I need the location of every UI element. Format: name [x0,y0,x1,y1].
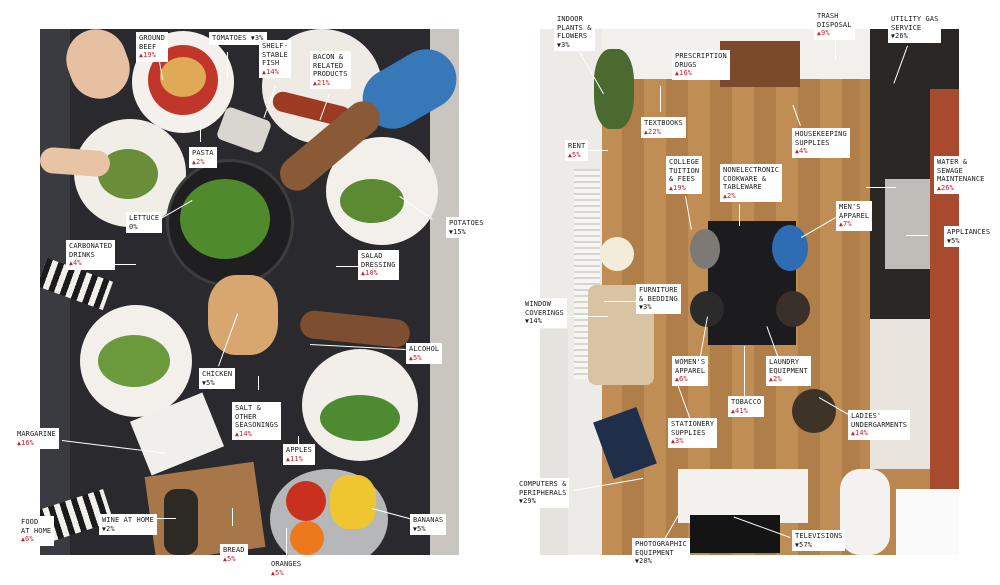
down-arrow-icon: ▼ [891,32,896,40]
down-arrow-icon: ▼ [639,303,644,311]
up-arrow-icon: ▲ [192,157,197,166]
up-arrow-icon: ▲ [262,67,267,76]
down-arrow-icon: ▼ [947,236,952,245]
label-appliances: APPLIANCES ▼5% [944,226,994,247]
label-televisions: TELEVISIONS ▼57% [792,530,846,551]
up-arrow-icon: ▲ [669,183,674,192]
label-carbonated-drinks: CARBONATED DRINKS ▲4% [66,240,116,270]
down-arrow-icon: ▼ [519,497,524,505]
up-arrow-icon: ▲ [937,183,942,192]
dinner-table-photo [40,29,459,555]
label-indoor-plants: INDOOR PLANTS & FLOWERS ▼3% [554,13,595,51]
up-arrow-icon: ▲ [223,554,228,563]
label-prescription-drugs: PRESCRIPTION DRUGS ▲16% [672,50,730,80]
up-arrow-icon: ▲ [235,429,240,438]
up-arrow-icon: ▲ [839,220,844,228]
media-console [678,469,808,523]
label-textbooks: TEXTBOOKS ▲22% [641,117,686,138]
up-arrow-icon: ▲ [795,147,800,155]
label-stationery-supplies: STATIONERY SUPPLIES ▲3% [668,418,718,448]
wine-bottle [164,489,198,555]
label-window-coverings: WINDOW COVERINGS ▼14% [522,298,567,328]
label-wine-at-home: WINE AT HOME ▼2% [99,514,157,535]
label-lettuce: LETTUCE 0% [126,212,163,233]
up-arrow-icon: ▲ [769,375,774,383]
up-arrow-icon: ▲ [851,429,856,437]
label-ladies-undergarments: LADIES' UNDERGARMENTS ▲14% [848,410,911,440]
label-bananas: BANANAS ▼5% [410,514,447,535]
label-furniture-bedding: FURNITURE & BEDDING ▼3% [636,284,681,314]
label-nonelectronic-cookware: NONELECTRONIC COOKWARE & TABLEWARE ▲2% [720,164,783,202]
up-arrow-icon: ▲ [817,29,822,37]
label-shelf-stable-fish: SHELF- STABLE FISH ▲14% [259,40,291,78]
label-apples: APPLES ▲11% [283,444,315,465]
label-water-sewage: WATER & SEWAGE MAINTENANCE ▲26% [934,156,988,194]
label-laundry-equipment: LAUNDRY EQUIPMENT ▲2% [766,356,811,386]
label-womens-apparel: WOMEN'S APPAREL ▲6% [672,356,709,386]
label-pasta: PASTA ▲2% [189,147,217,168]
down-arrow-icon: ▼ [202,378,207,387]
label-college-tuition: COLLEGE TUITION & FEES ▲19% [666,156,703,194]
down-arrow-icon: ▼ [525,317,530,325]
down-arrow-icon: ▼ [635,557,640,565]
up-arrow-icon: ▲ [21,535,26,543]
label-ground-beef: GROUND BEEF ▲19% [136,32,168,62]
label-tobacco: TOBACCO ▲41% [728,396,765,417]
up-arrow-icon: ▲ [675,69,680,77]
down-arrow-icon: ▼ [795,540,800,549]
label-alcohol: ALCOHOL ▲5% [406,343,443,364]
chicken-platter [208,275,278,355]
up-arrow-icon: ▲ [409,353,414,362]
label-computers: COMPUTERS & PERIPHERALS ▼29% [516,478,570,508]
label-salt: SALT & OTHER SEASONINGS ▲14% [232,402,282,440]
television [690,515,780,553]
up-arrow-icon: ▲ [675,375,680,383]
up-arrow-icon: ▲ [271,568,276,577]
up-arrow-icon: ▲ [17,438,22,447]
apartment-overhead-photo [540,29,959,555]
floor-lamp [600,237,634,271]
label-utility-gas: UTILITY GAS SERVICE ▼26% [888,13,942,43]
label-tomatoes: TOMATOES ▼3% [209,32,267,45]
label-housekeeping: HOUSEKEEPING SUPPLIES ▲4% [792,128,850,158]
down-arrow-icon: ▼ [557,40,562,49]
label-trash-disposal: TRASH DISPOSAL ▲9% [814,10,855,40]
down-arrow-icon: ▼ [250,34,255,42]
label-potatoes: POTATOES ▼15% [446,217,487,238]
bookshelf [540,329,568,555]
up-arrow-icon: ▲ [723,191,728,200]
bread-board [144,461,266,555]
label-rent: RENT ▲5% [565,140,589,161]
label-food-at-home: FOOD AT HOME ▲6% [18,516,55,546]
up-arrow-icon: ▲ [313,78,318,87]
up-arrow-icon: ▲ [361,269,366,277]
kitchen-cabinets [930,89,959,489]
label-photographic-equipment: PHOTOGRAPHIC EQUIPMENT ▼20% [632,538,690,568]
up-arrow-icon: ▲ [69,259,74,267]
label-mens-apparel: MEN'S APPAREL ▲7% [836,201,873,231]
desk [720,41,800,87]
label-margarine: MARGARINE ▲16% [14,428,59,449]
label-bread: BREAD ▲5% [220,544,248,565]
laundry-basket [792,389,836,433]
up-arrow-icon: ▲ [139,51,144,59]
label-oranges: ORANGES ▲5% [268,558,305,579]
up-arrow-icon: ▲ [731,406,736,415]
up-arrow-icon: ▲ [644,127,649,136]
down-arrow-icon: ▼ [449,227,454,236]
up-arrow-icon: ▲ [286,454,291,463]
label-bacon: BACON & RELATED PRODUCTS ▲21% [310,51,351,89]
label-chicken: CHICKEN ▼5% [199,368,236,389]
down-arrow-icon: ▼ [102,524,107,533]
up-arrow-icon: ▲ [671,437,676,445]
label-salad-dressing: SALAD DRESSING ▲10% [358,250,399,280]
down-arrow-icon: ▼ [413,524,418,533]
up-arrow-icon: ▲ [568,150,573,159]
